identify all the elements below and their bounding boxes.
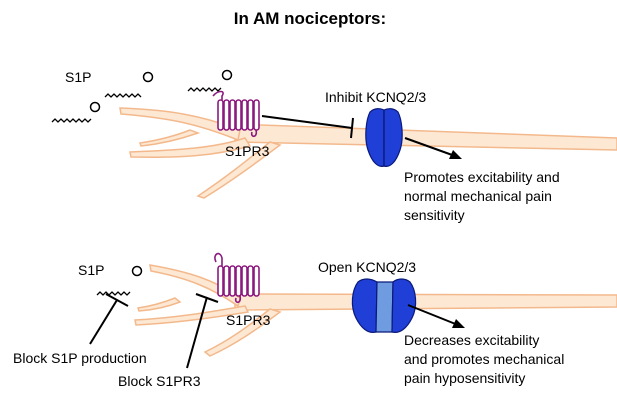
top-outcome-arrow [404, 137, 462, 159]
bottom-outcome-line-3: pain hyposensitivity [404, 370, 525, 386]
top-dendrite-left [139, 129, 201, 147]
bottom-s1pr3-label: S1PR3 [226, 312, 271, 328]
top-inhibition-arrow [261, 115, 354, 139]
bottom-dendrite-branch [203, 308, 282, 357]
block-s1p-inhibitor [89, 293, 129, 345]
block-s1pr3-label: Block S1PR3 [118, 373, 201, 389]
bottom-s1p-label: S1P [78, 262, 104, 278]
bottom-s1p-molecule [96, 265, 143, 296]
top-s1p-label: S1P [65, 69, 91, 85]
top-s1pr3-receptor [212, 90, 260, 138]
top-outcome-line-3: sensitivity [404, 207, 465, 223]
bottom-outcome-arrow [407, 304, 465, 328]
bottom-neuron [134, 264, 617, 357]
top-outcome-line-2: normal mechanical pain [404, 188, 552, 204]
bottom-panel: S1P S1PR3 Open KCNQ2/3 Decreases excitab… [13, 252, 617, 389]
top-s1pr3-label: S1PR3 [225, 143, 270, 159]
top-kcnq-channel-closed [365, 108, 403, 167]
top-s1p-molecule-2 [104, 71, 154, 98]
top-neuron [119, 107, 617, 199]
diagram-title: In AM nociceptors: [234, 9, 386, 28]
top-outcome-line-1: Promotes excitability and [404, 169, 560, 185]
top-channel-label: Inhibit KCNQ2/3 [325, 89, 426, 105]
top-panel: S1P S1PR3 Inhibit KCNQ2/3 Promo [51, 69, 617, 223]
bottom-dendrite-left [137, 297, 182, 312]
block-s1pr3-inhibitor [186, 293, 219, 369]
top-dendrite-branch [196, 141, 282, 199]
bottom-outcome-line-2: and promotes mechanical [404, 351, 564, 367]
top-dendrite-lower [129, 137, 252, 158]
block-s1p-label: Block S1P production [13, 350, 147, 366]
bottom-s1pr3-receptor [214, 252, 260, 304]
top-s1p-molecule-1 [51, 101, 101, 123]
top-s1p-molecule-3 [187, 69, 233, 92]
bottom-channel-label: Open KCNQ2/3 [318, 259, 416, 275]
bottom-dendrite-lower [134, 305, 250, 326]
top-dendrite-upper [119, 107, 241, 142]
bottom-axon [234, 293, 617, 311]
bottom-kcnq-channel-open [351, 278, 417, 333]
bottom-outcome-line-1: Decreases excitability [404, 332, 539, 348]
